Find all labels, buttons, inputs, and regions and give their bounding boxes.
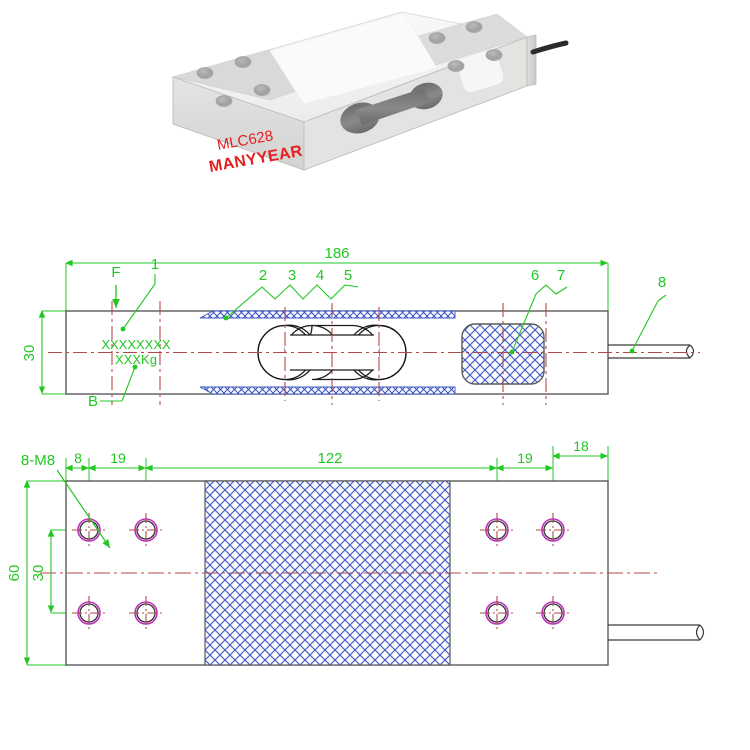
dim-19-left-label: 19 — [110, 450, 126, 466]
strain-gauge-strips — [199, 310, 456, 395]
hole — [480, 513, 514, 547]
callout-8-label: 8 — [658, 274, 666, 291]
callout-6-label: 6 — [531, 267, 539, 284]
callout-5-label: 5 — [344, 267, 352, 284]
callout-3-label: 3 — [288, 267, 296, 284]
hole — [129, 596, 163, 630]
threaded-holes — [72, 513, 570, 630]
top-view-group: 186 30 — [21, 245, 700, 410]
callout-4-label: 4 — [316, 267, 324, 284]
callout-8: 8 — [629, 274, 667, 354]
beam-slot — [340, 82, 443, 134]
technical-drawing-svg: 186 30 — [6, 245, 705, 666]
capacity-text-line2: XXXKg — [115, 352, 157, 367]
dim-height-30: 30 — [21, 309, 68, 395]
callout-2-label: 2 — [259, 267, 267, 284]
dim-18-label: 18 — [573, 438, 589, 454]
capacity-text-line1: XXXXXXXX — [101, 337, 171, 352]
dim-60-label: 60 — [6, 565, 23, 582]
hole — [480, 596, 514, 630]
dim-30-bottom-label: 30 — [30, 565, 47, 582]
mounting-holes-left — [196, 56, 271, 107]
dim-19-right-label: 19 — [517, 450, 533, 466]
callout-group-2345: 2 3 4 5 — [223, 267, 359, 321]
mounting-holes-right — [428, 21, 503, 72]
dim-center-span-122: 122 — [144, 450, 497, 472]
dim-30-label: 30 — [21, 345, 38, 362]
hole — [72, 596, 106, 630]
top-view-cable — [608, 344, 695, 359]
callout-B: B — [88, 364, 138, 410]
callout-1: 1 — [120, 256, 159, 332]
hole — [536, 513, 570, 547]
load-cell-body — [171, 11, 569, 171]
hole — [536, 596, 570, 630]
technical-drawing-panel: 186 30 — [0, 225, 750, 725]
force-label-F: F — [111, 264, 120, 281]
bottom-view-group: 8 19 122 19 — [6, 438, 705, 666]
callout-B-label: B — [88, 393, 98, 410]
cable — [530, 40, 569, 55]
hole — [129, 513, 163, 547]
dim-width-60: 60 — [6, 479, 68, 666]
product-photo-panel: MLC628 MANYYEAR — [0, 0, 750, 230]
bottom-view-cable — [608, 624, 705, 641]
callout-thread-spec: 8-M8 — [21, 452, 111, 549]
dim-122-label: 122 — [317, 450, 342, 467]
thread-spec-label: 8-M8 — [21, 452, 55, 469]
top-view-centerlines — [48, 301, 700, 405]
product-photo-svg: MLC628 MANYYEAR — [171, 11, 569, 176]
callout-group-67: 6 7 — [509, 267, 568, 355]
callout-7-label: 7 — [557, 267, 565, 284]
dim-overall-length-186: 186 — [64, 245, 609, 311]
force-arrow-F: F — [111, 264, 121, 308]
dim-8-label: 8 — [74, 450, 82, 466]
dim-186-label: 186 — [324, 245, 349, 262]
hole — [72, 513, 106, 547]
callout-1-label: 1 — [151, 256, 159, 273]
